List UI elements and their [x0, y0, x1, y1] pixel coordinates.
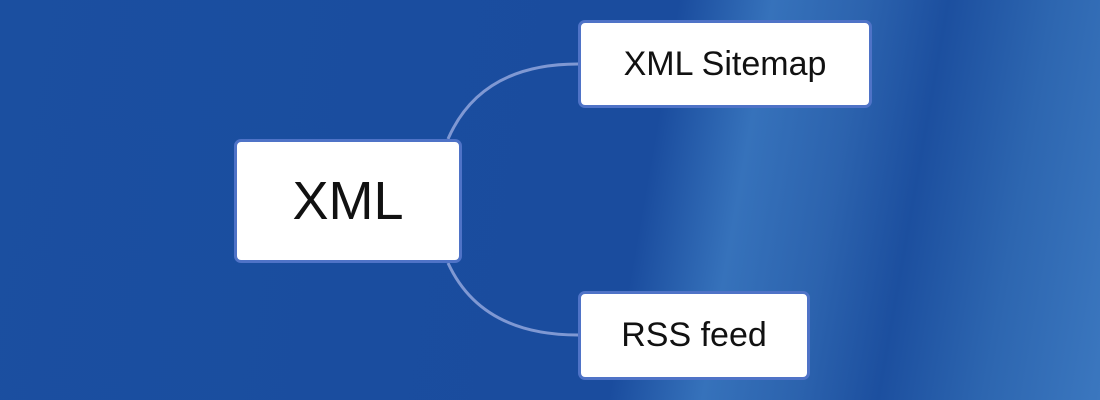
root-node-label: XML — [292, 171, 404, 231]
child-node-label: XML Sitemap — [623, 44, 827, 83]
connector-root-to-xml-sitemap — [446, 62, 579, 140]
root-node-xml[interactable]: XML — [234, 139, 462, 263]
child-node-rss-feed[interactable]: RSS feed — [578, 291, 810, 380]
child-node-label: RSS feed — [621, 316, 767, 354]
connector-root-to-rss-feed — [446, 262, 579, 337]
child-node-xml-sitemap[interactable]: XML Sitemap — [578, 20, 872, 108]
